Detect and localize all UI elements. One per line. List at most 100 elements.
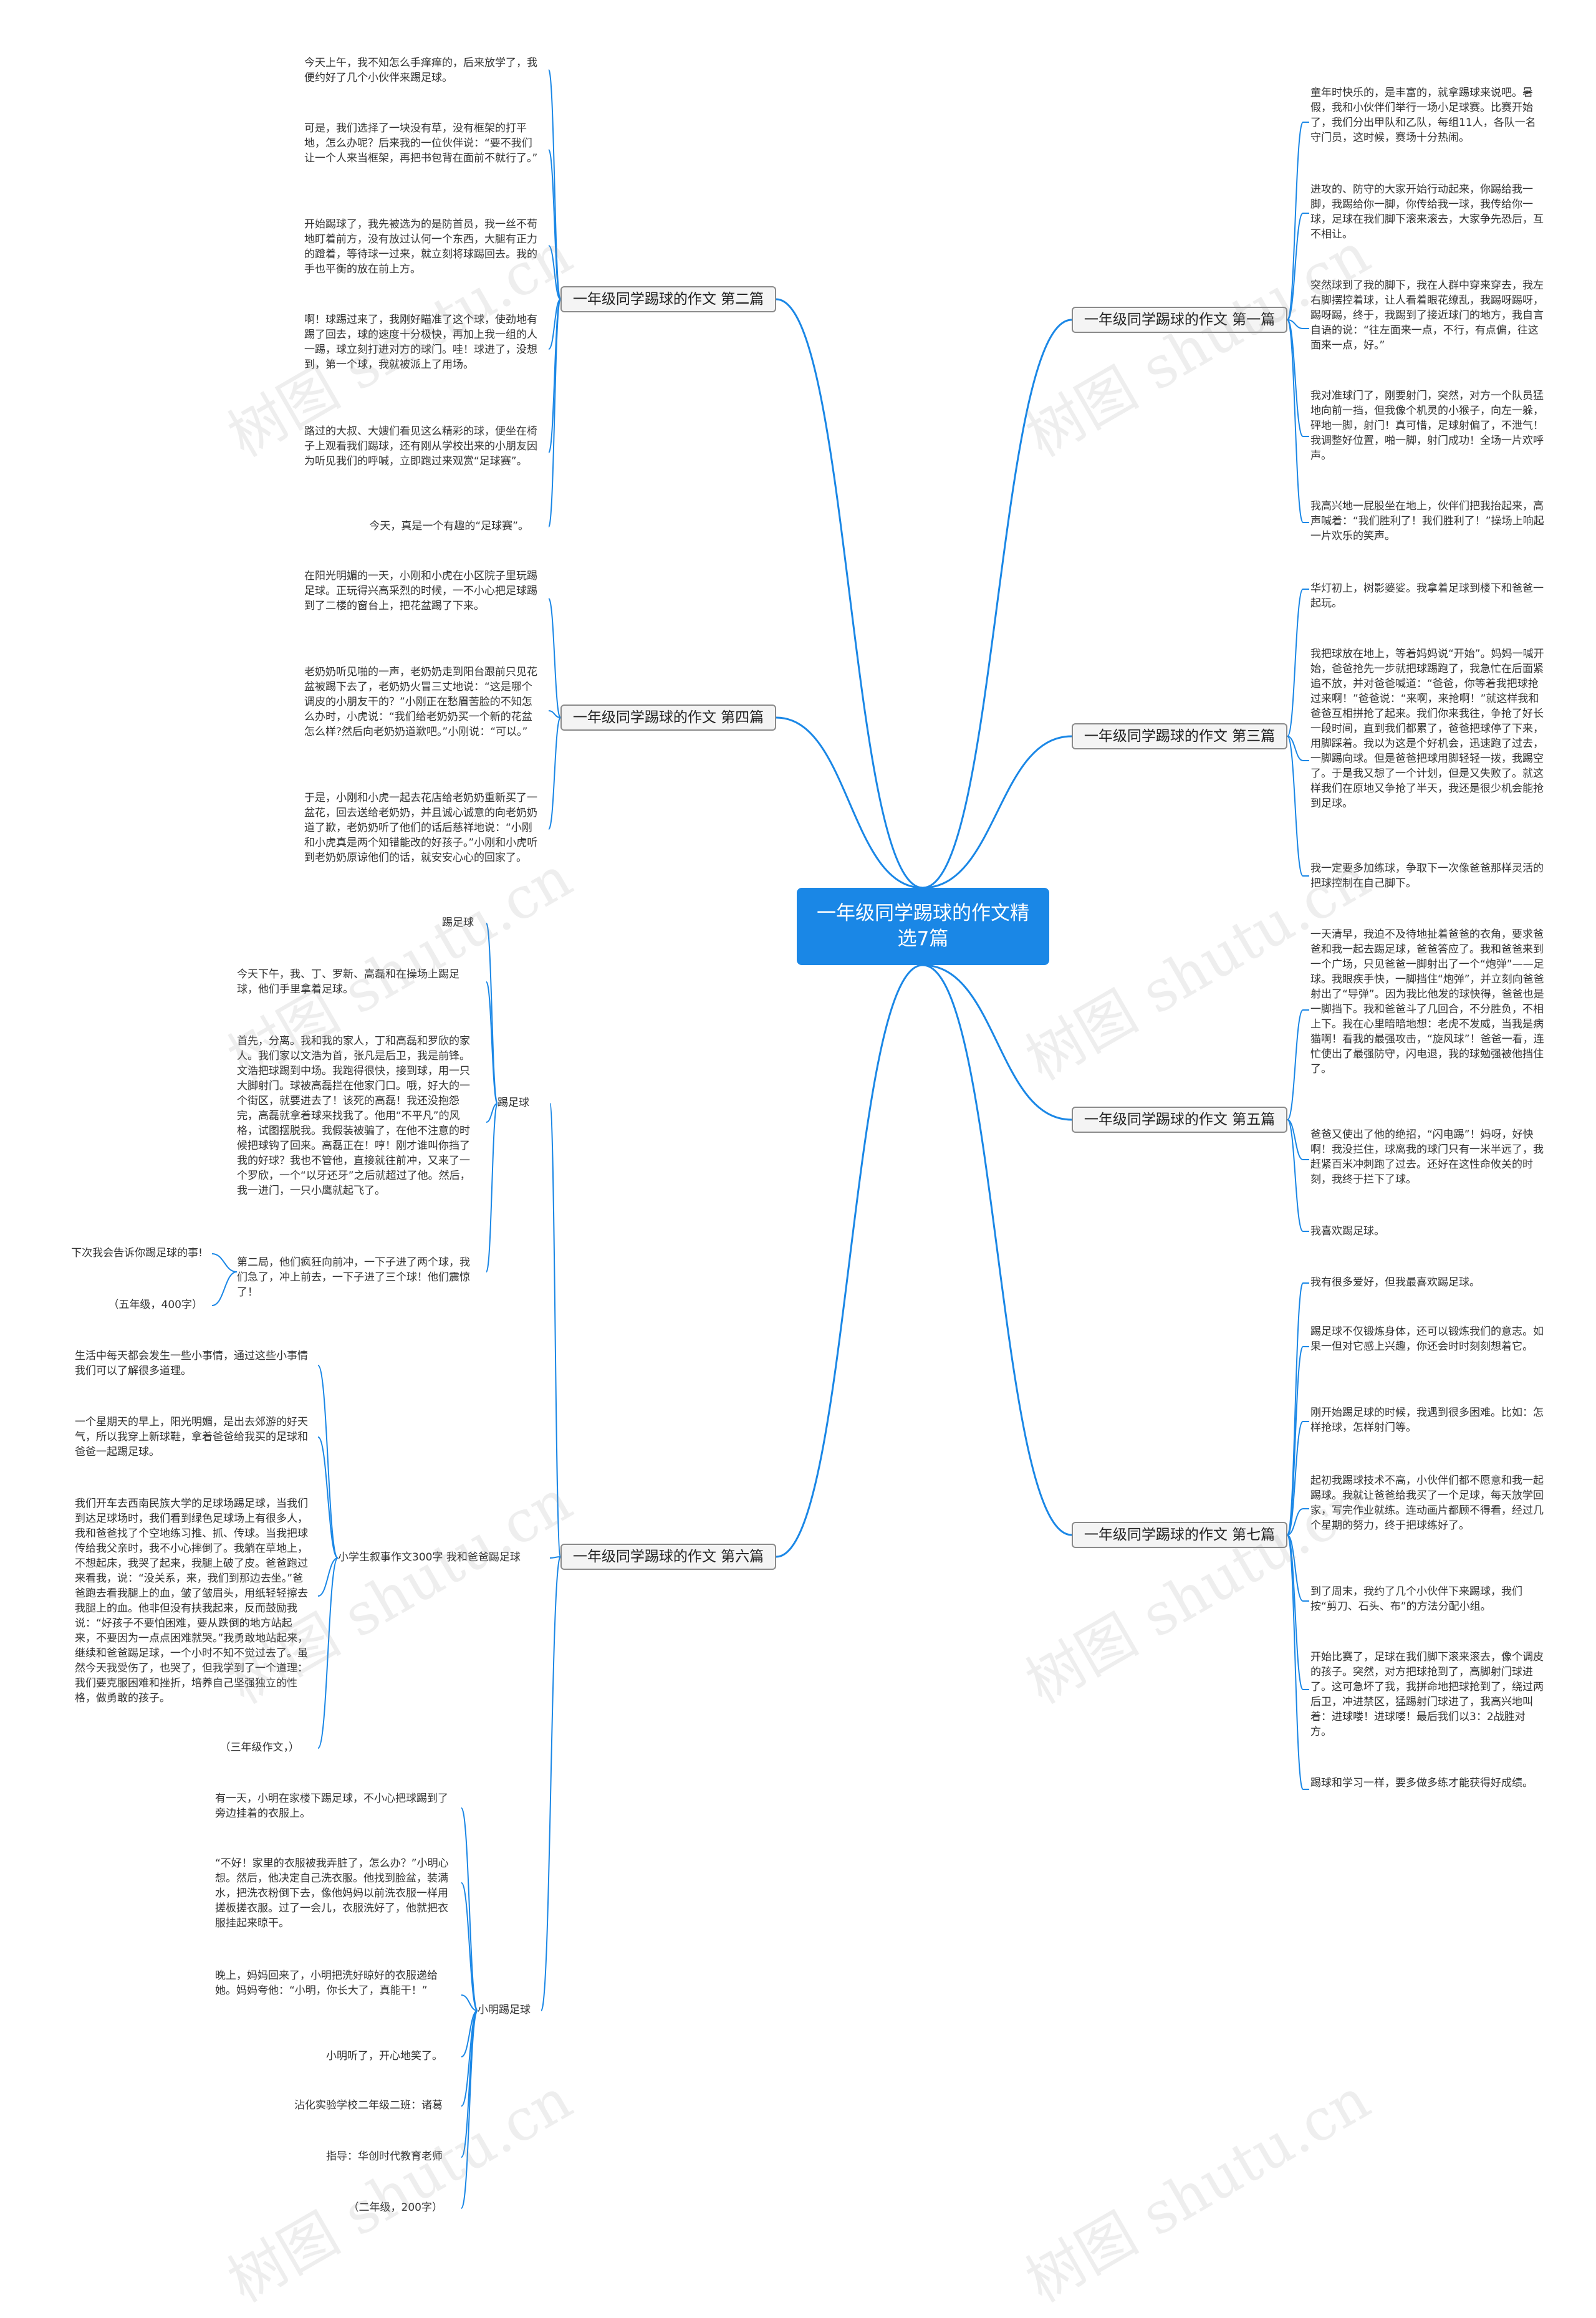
branch-4[interactable]: 一年级同学踢球的作文 第四篇 [560, 705, 776, 731]
leaf-b6s3-1: 有一天，小明在家楼下踢足球，不小心把球踢到了旁边挂着的衣服上。 [215, 1792, 448, 1820]
link-b6-sub1 [549, 1103, 561, 1557]
leaf-b6s2-2: 一个星期天的早上，阳光明媚，是出去郊游的好天气，所以我穿上新球鞋，拿着爸爸给我买… [75, 1416, 308, 1458]
branch-2[interactable]: 一年级同学踢球的作文 第二篇 [560, 286, 776, 312]
link-b2-leaf [548, 299, 561, 350]
leaf-b2-1: 今天上午，我不知怎么手痒痒的，后来放学了，我便约好了几个小伙伴来踢足球。 [304, 57, 537, 84]
leaf-b7-3: 刚开始踢足球的时候，我遇到很多困难。比如：怎样抢球，怎样射门等。 [1310, 1407, 1544, 1434]
leaf-b6s2-1: 生活中每天都会发生一些小事情，通过这些小事情我们可以了解很多道理。 [75, 1350, 308, 1377]
leaf-b6s3-4: 小明听了，开心地笑了。 [326, 2050, 443, 2062]
leaf-b7-4: 起初我踢球技术不高，小伙伴们都不愿意和我一起踢球。我就让爸爸给我买了一个足球，每… [1310, 1474, 1544, 1532]
leaf-b6s1-3: 首先，分离。我和我的家人，丁和高磊和罗欣的家人。我们家以文浩为首，张凡是后卫，我… [237, 1035, 471, 1197]
leaf-b6s3-5: 沾化实验学校二年级二班：诸葛 [294, 2099, 443, 2112]
sub-b6-2[interactable]: 小学生叙事作文300字 我和爸爸踢足球 [338, 1551, 521, 1564]
link-b7-leaf [1287, 1534, 1304, 1790]
leaf-b7-2: 踢足球不仅锻炼身体，还可以锻炼我们的意志。如果一但对它感上兴趣，你还会时时刻刻想… [1310, 1325, 1544, 1353]
link-b6s3-leaf [461, 1807, 478, 2011]
leaf-b6s2-3: 我们开车去西南民族大学的足球场踢足球，当我们到达足球场时，我们看到绿色足球场上有… [75, 1498, 309, 1705]
leaf-b7-6: 开始比赛了，足球在我们脚下滚来滚去，像个调皮的孩子。突然，对方把球抢到了，高脚射… [1310, 1651, 1544, 1738]
central-topic[interactable]: 一年级同学踢球的作文精选7篇 [797, 888, 1049, 965]
link-branch-6 [776, 964, 923, 1558]
leaf-b7-7: 踢球和学习一样，要多做多练才能获得好成绩。 [1310, 1777, 1533, 1789]
leaf-b4-3: 于是，小刚和小虎一起去花店给老奶奶重新买了一盆花，回去送给老奶奶，并且诚心诚意的… [304, 792, 538, 864]
leaf-b6s1-6: （五年级，400字） [108, 1299, 203, 1311]
branch-7[interactable]: 一年级同学踢球的作文 第七篇 [1072, 1522, 1287, 1548]
link-b4-leaf [548, 598, 561, 718]
leaf-b4-2: 老奶奶听见啪的一声，老奶奶走到阳台跟前只见花盆被踢下去了，老奶奶火冒三丈地说：“… [304, 666, 537, 738]
leaf-b6s2-4: （三年级作文，） [219, 1741, 300, 1754]
leaf-b5-2: 爸爸又使出了他的绝招，“闪电踢”！妈呀，好快啊！我没拦住，球离我的球门只有一米半… [1310, 1128, 1544, 1186]
branch-6[interactable]: 一年级同学踢球的作文 第六篇 [560, 1544, 776, 1570]
link-b3-leaf [1287, 736, 1304, 877]
link-b6s3-leaf [461, 2010, 478, 2057]
link-b3-leaf [1287, 589, 1304, 737]
leaf-b2-4: 啊！球踢过来了，我刚好瞄准了这个球，使劲地有踢了回去，球的速度十分极快，再加上我… [304, 314, 537, 371]
leaf-b1-3: 突然球到了我的脚下，我在人群中穿来穿去，我左右脚摆控着球，让人看着眼花缭乱，我踢… [1310, 279, 1544, 352]
leaf-b1-4: 我对准球门了，刚要射门，突然，对方一个队员猛地向前一挡，但我像个机灵的小猴子，向… [1310, 390, 1544, 462]
link-b3-leaf [1287, 736, 1304, 761]
leaf-b2-6: 今天，真是一个有趣的“足球赛”。 [369, 520, 529, 532]
link-b6s1-leaf [486, 1103, 498, 1123]
link-b7-leaf [1287, 1534, 1304, 1602]
leaf-b6s3-3: 晚上，妈妈回来了，小明把洗好晾好的衣服递给她。妈妈夸他：“小明，你长大了，真能干… [215, 1969, 438, 1997]
branch-5[interactable]: 一年级同学踢球的作文 第五篇 [1072, 1107, 1287, 1133]
sub-b6-3[interactable]: 小明踢足球 [478, 2004, 531, 2016]
link-b1-leaf [1287, 319, 1304, 329]
leaf-b4-1: 在阳光明媚的一天，小刚和小虎在小区院子里玩踢足球。正玩得兴高采烈的时候，一不小心… [304, 570, 537, 612]
link-b6s1-leaf [486, 923, 498, 1104]
branch-1[interactable]: 一年级同学踢球的作文 第一篇 [1072, 307, 1287, 333]
leaf-b3-2: 我把球放在地上，等着妈妈说“开始”。妈妈一喊开始，爸爸抢先一步就把球踢跑了，我急… [1310, 648, 1544, 810]
link-b1-leaf [1287, 213, 1304, 320]
link-b6s1-far [211, 1253, 238, 1272]
leaf-b7-5: 到了周末，我约了几个小伙伴下来踢球，我们按“剪刀、石头、布”的方法分配小组。 [1310, 1585, 1522, 1613]
leaf-b2-3: 开始踢球了，我先被选为的是防首员，我一丝不苟地盯着前方，没有放过认何一个东西，大… [304, 218, 537, 276]
leaf-b6s1-2: 今天下午，我、丁、罗新、高磊和在操场上踢足球，他们手里拿着足球。 [237, 968, 459, 996]
link-b2-leaf [548, 69, 561, 300]
link-b6s1-leaf [486, 1103, 498, 1272]
link-branch-3 [922, 735, 1072, 889]
link-b7-leaf [1287, 1421, 1304, 1536]
link-b6s2-leaf [317, 1557, 339, 1597]
link-b7-leaf [1287, 1282, 1304, 1536]
link-b2-leaf [548, 299, 561, 527]
link-b6s3-leaf [461, 2010, 478, 2209]
link-b6-sub2 [549, 1556, 561, 1559]
leaf-b2-5: 路过的大叔、大嫂们看见这么精彩的球，便坐在椅子上观看我们踢球，还有刚从学校出来的… [304, 425, 537, 468]
link-b6s2-leaf [317, 1365, 339, 1559]
leaf-b6s1-4: 第二局，他们疯狂向前冲，一下子进了两个球，我们急了，冲上前去，一下子进了三个球！… [237, 1256, 470, 1299]
link-b1-leaf [1287, 319, 1304, 437]
leaf-b5-3: 我喜欢踢足球。 [1310, 1225, 1385, 1238]
leaf-b6s3-7: （二年级，200字） [348, 2201, 443, 2214]
link-branch-2 [776, 298, 923, 889]
sub-b6-1[interactable]: 踢足球 [498, 1097, 529, 1109]
link-b2-leaf [548, 245, 561, 300]
link-branch-1 [922, 319, 1072, 889]
branch-3[interactable]: 一年级同学踢球的作文 第三篇 [1072, 723, 1287, 749]
leaf-b2-2: 可是，我们选择了一块没有草，没有框架的打平地，怎么办呢？后来我的一位伙伴说：“要… [304, 122, 538, 165]
link-b6s1-leaf [486, 981, 498, 1104]
leaf-b6s3-2: “不好！家里的衣服被我弄脏了，怎么办？”小明心想。然后，他决定自己洗衣服。他找到… [215, 1857, 449, 1930]
link-b4-leaf [548, 710, 561, 718]
link-b1-leaf [1287, 122, 1304, 320]
leaf-b1-5: 我高兴地一屁股坐在地上，伙伴们把我抬起来，高声喊着：“我们胜利了！我们胜利了！”… [1310, 500, 1544, 542]
link-b2-leaf [548, 149, 561, 300]
link-branch-4 [776, 716, 923, 889]
link-branch-7 [922, 964, 1072, 1536]
leaf-b3-3: 我一定要多加练球，争取下一次像爸爸那样灵活的把球控制在自己脚下。 [1310, 862, 1544, 890]
leaf-b6s1-5: 下次我会告诉你踢足球的事! [71, 1247, 203, 1259]
leaf-b1-1: 童年时快乐的，是丰富的，就拿踢球来说吧。暑假，我和小伙伴们举行一场小足球赛。比赛… [1310, 87, 1536, 144]
link-b7-leaf [1287, 1534, 1304, 1690]
leaf-b5-1: 一天清早，我迫不及待地扯着爸爸的衣角，要求爸爸和我一起去踢足球，爸爸答应了。我和… [1310, 928, 1544, 1075]
leaf-b6s3-6: 指导：华创时代教育老师 [326, 2150, 443, 2163]
leaf-b1-2: 进攻的、防守的大家开始行动起来，你踢给我一脚，我踢给你一脚，你传给我一球，我传给… [1310, 183, 1544, 241]
link-b6s3-leaf [461, 1994, 478, 2011]
link-b5-leaf [1287, 1119, 1304, 1160]
link-b5-leaf [1287, 1009, 1304, 1120]
link-b7-leaf [1287, 1346, 1304, 1536]
link-b7-leaf [1287, 1508, 1304, 1536]
link-b6s3-leaf [461, 1882, 478, 2011]
link-branch-5 [922, 964, 1072, 1121]
link-b6s1-far [211, 1271, 238, 1306]
leaf-b6s1-1: 踢足球 [442, 916, 474, 929]
leaf-b3-1: 华灯初上，树影婆娑。我拿着足球到楼下和爸爸一起玩。 [1310, 582, 1544, 610]
